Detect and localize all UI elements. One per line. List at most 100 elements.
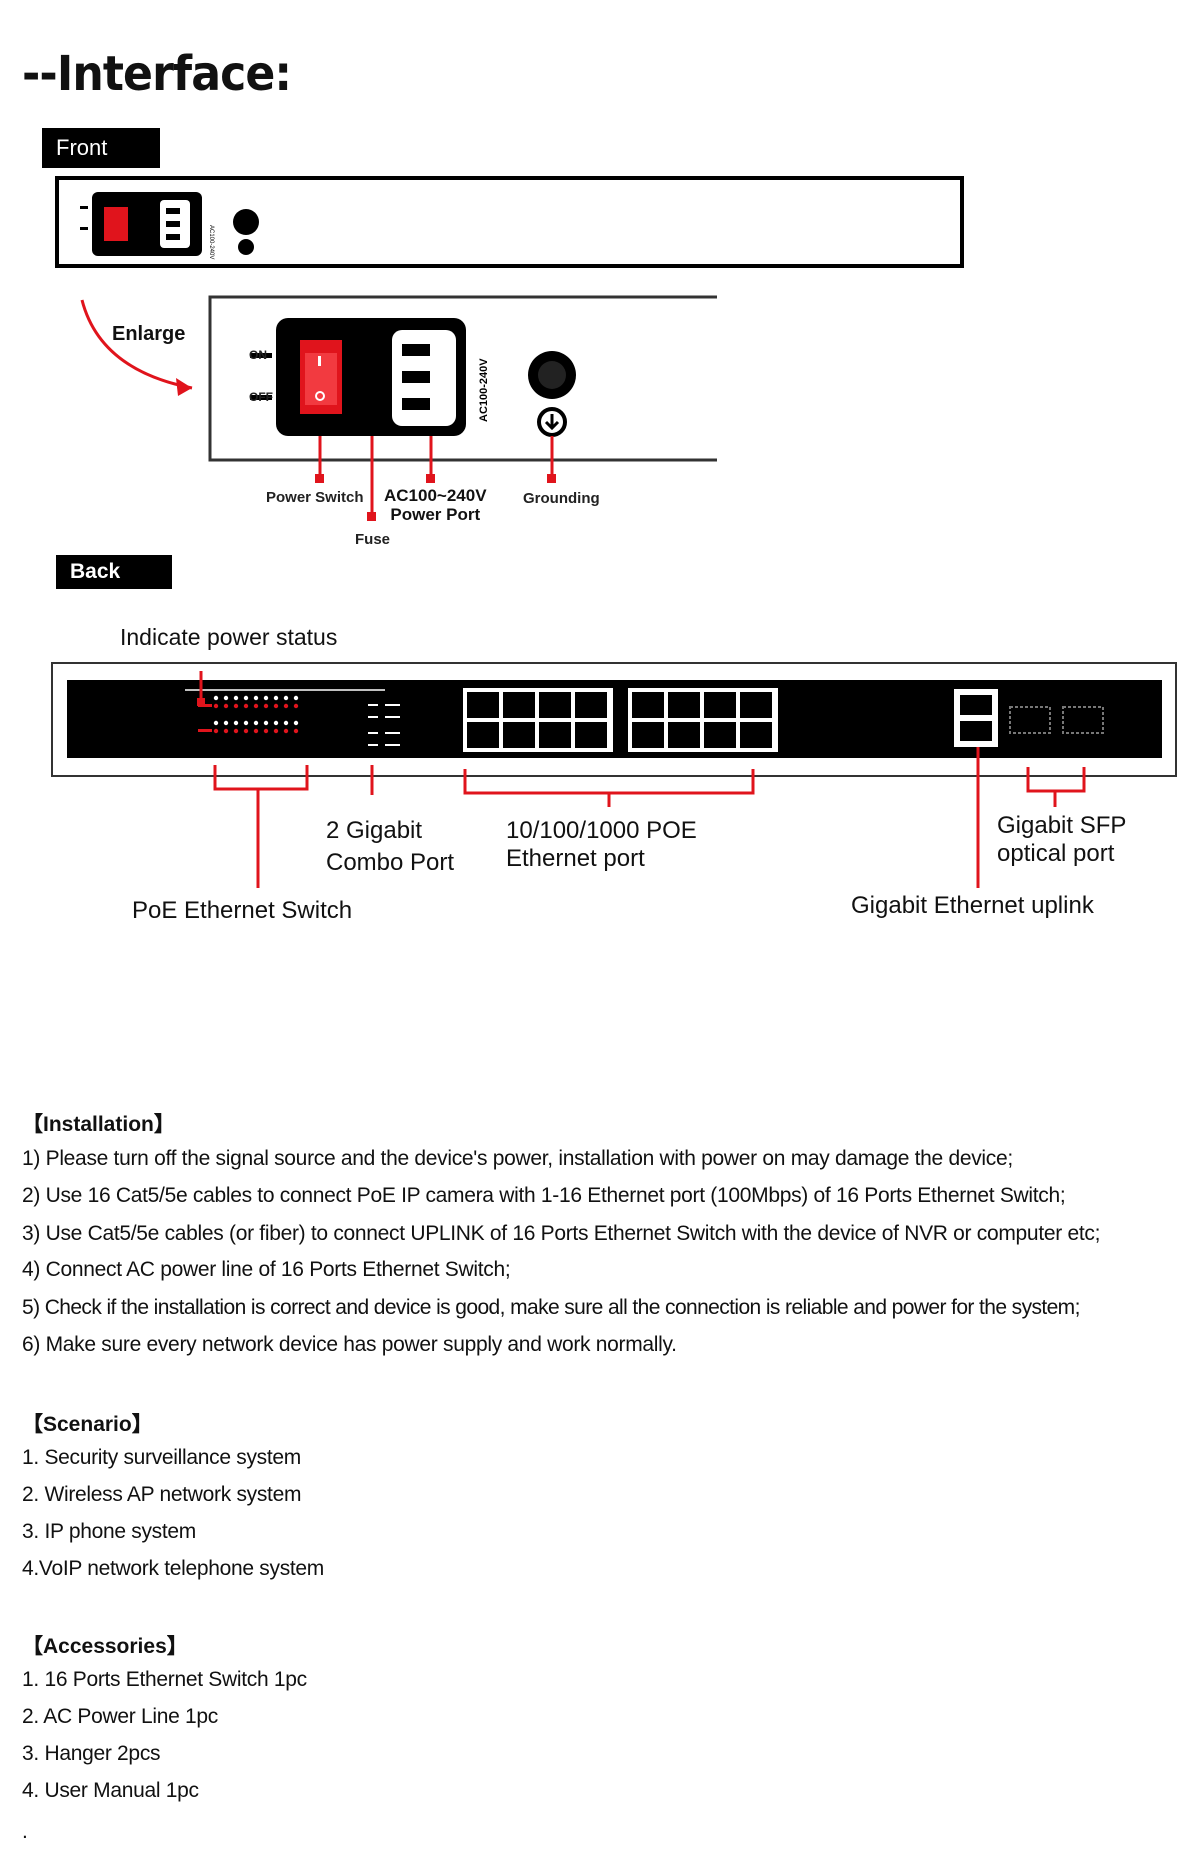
led-icon [223, 695, 229, 701]
back-panel-diagram [51, 662, 1177, 888]
rj45-port-icon [632, 692, 664, 718]
led-indicators [198, 695, 299, 734]
rj45-port-icon [575, 692, 607, 718]
led-icon [293, 728, 299, 734]
scenario-title: 【Scenario】 [22, 1413, 153, 1436]
accessories-item: 2. AC Power Line 1pc [22, 1705, 218, 1728]
scenario-item: 3. IP phone system [22, 1520, 196, 1543]
power-switch-label: Power Switch [266, 489, 364, 506]
led-icon [263, 703, 269, 709]
accessories-item: 4. User Manual 1pc [22, 1779, 199, 1802]
accessories-title: 【Accessories】 [22, 1635, 188, 1658]
led-icon [233, 728, 239, 734]
small-grounding-icon [233, 209, 259, 235]
led-icon [263, 720, 269, 726]
led-icon [283, 720, 289, 726]
installation-item: 2) Use 16 Cat5/5e cables to connect PoE … [22, 1184, 1066, 1207]
led-icon [243, 695, 249, 701]
rj45-port-icon [632, 722, 664, 748]
back-tag: Back [56, 555, 172, 589]
footer-dot: . [22, 1820, 28, 1843]
led-icon [273, 728, 279, 734]
led-icon [283, 695, 289, 701]
uplink-label: Gigabit Ethernet uplink [851, 892, 1094, 919]
led-icon [223, 703, 229, 709]
front-tag: Front [42, 128, 160, 168]
svg-text:AC100-240V: AC100-240V [208, 225, 214, 259]
rj45-port-icon [539, 722, 571, 748]
led-marker [198, 729, 212, 732]
rj45-port-icon [704, 722, 736, 748]
rj45-port-icon [740, 722, 772, 748]
grounding-label: Grounding [523, 490, 600, 507]
led-icon [283, 728, 289, 734]
rj45-port-icon [740, 692, 772, 718]
sfp-port-icon [1062, 706, 1104, 734]
enlarge-arrow-icon [80, 299, 193, 390]
on-label: ON [249, 348, 267, 362]
enlarged-panel-outline [208, 295, 717, 462]
led-icon [293, 720, 299, 726]
rj45-port-icon [539, 692, 571, 718]
led-icon [213, 695, 219, 701]
rj45-port-icon [503, 722, 535, 748]
rj45-port-icon [467, 722, 499, 748]
page-title: --Interface: [22, 46, 292, 102]
installation-item: 5) Check if the installation is correct … [22, 1296, 1080, 1319]
sfp-port-icon [1009, 706, 1051, 734]
led-icon [283, 703, 289, 709]
off-label: OFF [249, 390, 273, 404]
led-icon [243, 728, 249, 734]
front-panel-diagram: AC100-240V AC100-240V [55, 176, 964, 521]
led-icon [263, 728, 269, 734]
installation-item: 6) Make sure every network device has po… [22, 1333, 677, 1356]
led-icon [253, 703, 259, 709]
led-icon [253, 720, 259, 726]
led-icon [253, 728, 259, 734]
rj45-port-icon [668, 692, 700, 718]
led-icon [273, 720, 279, 726]
indicate-power-status-label: Indicate power status [120, 624, 338, 650]
led-icon [233, 703, 239, 709]
led-icon [213, 720, 219, 726]
installation-item: 3) Use Cat5/5e cables (or fiber) to conn… [22, 1222, 1101, 1245]
accessories-item: 3. Hanger 2pcs [22, 1742, 161, 1765]
scenario-item: 1. Security surveillance system [22, 1446, 301, 1469]
led-icon [293, 703, 299, 709]
rj45-port-icon [575, 722, 607, 748]
installation-item: 4) Connect AC power line of 16 Ports Eth… [22, 1258, 511, 1281]
svg-text:AC100-240V: AC100-240V [478, 358, 490, 422]
poe-switch-label: PoE Ethernet Switch [132, 897, 353, 924]
combo-port-label: 2 Gigabit Combo Port [326, 817, 455, 876]
led-icon [213, 703, 219, 709]
rj45-port-icon [704, 692, 736, 718]
poe-port-label: 10/100/1000 POE Ethernet port [506, 817, 697, 872]
rj45-port-icon [503, 692, 535, 718]
led-icon [223, 720, 229, 726]
led-icon [253, 695, 259, 701]
led-icon [233, 695, 239, 701]
rj45-port-icon [668, 722, 700, 748]
led-icon [273, 703, 279, 709]
led-icon [243, 703, 249, 709]
power-port-label: AC100~240V Power Port [384, 486, 487, 524]
led-icon [293, 695, 299, 701]
led-icon [223, 728, 229, 734]
led-icon [263, 695, 269, 701]
scenario-item: 4.VoIP network telephone system [22, 1557, 324, 1580]
fuse-label: Fuse [355, 531, 391, 548]
small-power-switch-icon [104, 207, 128, 241]
installation-title: 【Installation】 [22, 1113, 175, 1136]
led-icon [213, 728, 219, 734]
installation-item: 1) Please turn off the signal source and… [22, 1147, 1013, 1170]
rj45-port-icon [467, 692, 499, 718]
scenario-item: 2. Wireless AP network system [22, 1483, 302, 1506]
enlarge-label: Enlarge [112, 323, 186, 345]
led-icon [243, 720, 249, 726]
front-panel-outline [55, 176, 964, 268]
sfp-port-label: Gigabit SFP optical port [997, 812, 1127, 867]
led-icon [233, 720, 239, 726]
accessories-item: 1. 16 Ports Ethernet Switch 1pc [22, 1668, 307, 1691]
led-icon [273, 695, 279, 701]
poe-port-block [463, 688, 778, 752]
